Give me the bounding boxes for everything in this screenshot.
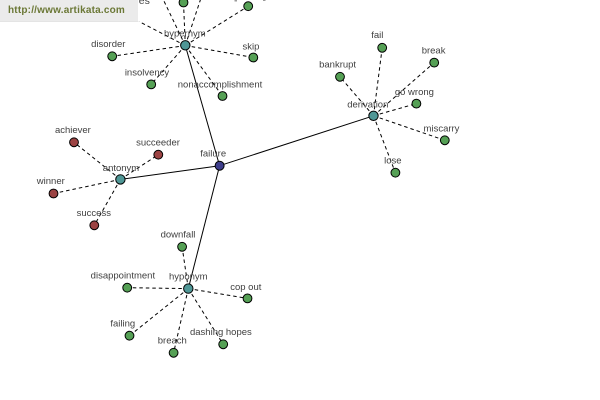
svg-text:dashing hopes: dashing hopes <box>190 327 252 338</box>
svg-text:go wrong: go wrong <box>395 87 434 98</box>
svg-text:disorder: disorder <box>91 39 125 50</box>
svg-text:es: es <box>139 0 150 7</box>
svg-text:antonym: antonym <box>103 163 140 174</box>
svg-text:breach: breach <box>158 335 187 346</box>
svg-text:hyponym: hyponym <box>169 271 208 282</box>
svg-text:hypernym: hypernym <box>164 29 206 40</box>
svg-text:miscarry: miscarry <box>424 124 460 135</box>
svg-text:bankrupt: bankrupt <box>319 60 356 71</box>
svg-text:success: success <box>77 208 112 219</box>
svg-text:disappointment: disappointment <box>91 271 156 282</box>
svg-text:nonaccomplishment: nonaccomplishment <box>178 80 263 91</box>
svg-text:insolvency: insolvency <box>125 67 170 78</box>
svg-text:failure: failure <box>200 148 226 159</box>
svg-text:failing: failing <box>110 318 135 329</box>
svg-text:lose: lose <box>384 155 401 166</box>
svg-text:downfall: downfall <box>161 230 196 241</box>
svg-text:skip: skip <box>243 41 260 52</box>
svg-text:break: break <box>422 45 446 56</box>
svg-text:succeeder: succeeder <box>136 138 180 149</box>
svg-text:cop out: cop out <box>230 282 262 293</box>
svg-text:derivation: derivation <box>347 100 388 111</box>
svg-text:winner: winner <box>36 176 65 187</box>
svg-text:achiever: achiever <box>55 125 91 136</box>
svg-text:fail: fail <box>371 30 383 41</box>
